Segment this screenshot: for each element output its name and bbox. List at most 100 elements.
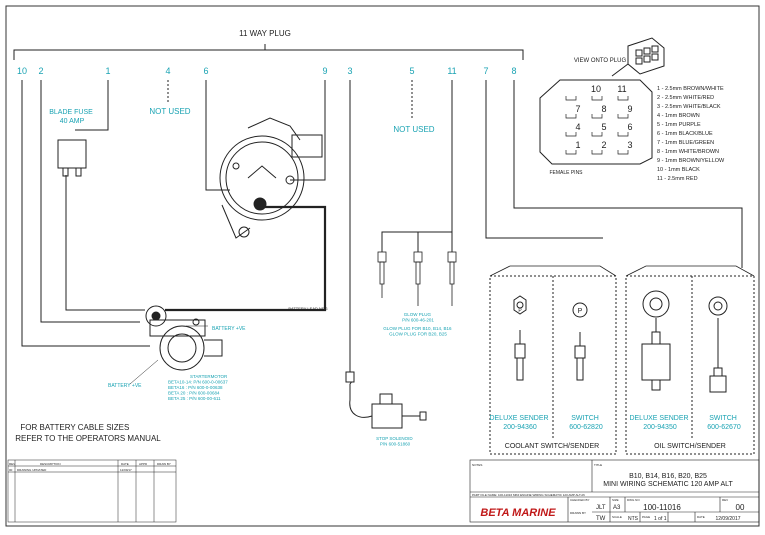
notes-label: NOTES: [472, 463, 482, 467]
title-label: TITLE: [594, 463, 602, 467]
alternator: [219, 117, 323, 239]
face-pin-11: 11: [617, 84, 626, 94]
stop-solenoid: [345, 371, 427, 429]
view-onto-plug-label: VIEW ONTO PLUG: [574, 58, 627, 64]
fuse-label: BLADE FUSE 40 AMP: [49, 109, 95, 125]
legend-line: 4 - 1mm BROWN: [657, 113, 700, 119]
face-pin-5: 5: [601, 122, 606, 132]
draw-by-header: DRAW BY: [157, 462, 171, 466]
battery-ve-top-label: BATTERY +VE: [212, 326, 246, 332]
face-pin-10: 10: [591, 84, 601, 94]
date-label: DATE: [697, 515, 705, 519]
checked-by-label: CHECKED BY: [570, 498, 590, 502]
glow-plug-note: GLOW PLUG FOR B10, B14, B16 GLOW PLUG FO…: [383, 326, 453, 337]
face-pin-2: 2: [601, 140, 606, 150]
face-pin-4: 4: [575, 122, 580, 132]
page-value: 1 of 1: [654, 516, 667, 522]
rev-label: REV: [722, 498, 728, 502]
battery-cable-note: FOR BATTERY CABLE SIZES REFER TO THE OPE…: [15, 423, 161, 443]
drawn-by-value: TW: [596, 516, 606, 522]
coolant-switch-label: SWITCH 600-62820: [569, 415, 603, 431]
plug-bracket: [13, 44, 524, 60]
face-pin-6: 6: [627, 122, 632, 132]
size-value: A3: [613, 505, 621, 511]
rev-value: 00: [736, 503, 745, 512]
coolant-group: P P: [489, 265, 617, 455]
checked-by-value: JLT: [596, 505, 606, 511]
svg-text:P: P: [518, 308, 522, 314]
pin-11-label: 11: [447, 66, 456, 76]
rev-cell: 00: [9, 468, 13, 472]
revision-table: [7, 459, 177, 523]
coolant-group-label: COOLANT SWITCH/SENDER: [505, 443, 599, 450]
battery-ve-left-label: BATTERY +VE: [108, 383, 142, 389]
wire-pin-3: [346, 80, 373, 418]
wire-fuse-starter: [65, 175, 145, 311]
date-cell: 12/09/17: [120, 468, 132, 472]
pin-5-label: 5: [409, 66, 414, 76]
beta-marine-logo: BETA MARINE: [480, 507, 556, 519]
legend-line: 5 - 1mm PURPLE: [657, 122, 701, 128]
starter-motor: [145, 305, 223, 371]
legend-line: 3 - 2.5mm WHITE/BLACK: [657, 104, 721, 110]
face-pin-3: 3: [627, 140, 632, 150]
legend-line: 6 - 1mm BLACK/BLUE: [657, 131, 713, 137]
scale-label: SCALE: [612, 515, 622, 519]
not-used-pin-5: NOT USED: [393, 125, 434, 134]
wire-pin-1: [75, 80, 109, 131]
starter-motor-label: STARTERMOTOR BETA10-14: P/N 600-0-00637 …: [168, 374, 229, 401]
scale-value: NTS: [628, 516, 639, 522]
plug-face-numbers: 10 11 7 8 9 4 5 6 1 2 3: [575, 84, 632, 150]
oil-switch-label: SWITCH 600-62670: [707, 415, 741, 431]
size-label: SIZE: [612, 498, 619, 502]
svg-text:P: P: [578, 308, 583, 315]
drawing-title-line2: MINI WIRING SCHEMATIC 120 AMP ALT: [603, 481, 733, 488]
legend-line: 7 - 1mm BLUE/GREEN: [657, 140, 714, 146]
pin-10-label: 10: [17, 66, 27, 76]
title-block: [469, 459, 760, 523]
description-cell: DRAWING UPDATED: [17, 468, 47, 472]
pin-8-label: 8: [511, 66, 516, 76]
part-file-name: PART FILE NAME: 100-11016 MINI ENGINE WI…: [472, 493, 585, 497]
page-label: PAGE: [642, 515, 650, 519]
pin-6-label: 6: [203, 66, 208, 76]
blade-fuse: [57, 139, 87, 177]
sheet-border: [5, 5, 760, 527]
wire-pin-11: [381, 80, 453, 252]
pin-9-label: 9: [322, 66, 327, 76]
drawn-by-label: DRAWN BY: [570, 511, 586, 515]
wire-pin-7: [485, 80, 603, 239]
legend-line: 11 - 2.5mm RED: [657, 176, 698, 182]
face-pin-9: 9: [627, 104, 632, 114]
pin-2-label: 2: [38, 66, 43, 76]
oil-deluxe-label: DELUXE SENDER 200-94350: [629, 415, 690, 431]
wire-pin-2: [40, 80, 140, 323]
not-used-pin-4: NOT USED: [149, 107, 190, 116]
dwg-no-label: DWG NO: [627, 498, 640, 502]
pin-7-label: 7: [483, 66, 488, 76]
plug-view: [539, 37, 665, 165]
legend-line: 8 - 1mm WHITE/BROWN: [657, 149, 719, 155]
date-value: 12/09/2017: [715, 516, 740, 522]
legend-line: 9 - 1mm BROWN/YELLOW: [657, 158, 725, 164]
pin-1-label: 1: [105, 66, 110, 76]
pin-legend: 1 - 2.5mm BROWN/WHITE 2 - 2.5mm WHITE/RE…: [657, 86, 725, 182]
wire-pin-8: [513, 80, 743, 268]
coolant-deluxe-label: DELUXE SENDER 200-94360: [489, 415, 550, 431]
face-pin-8: 8: [601, 104, 606, 114]
pin-3-label: 3: [347, 66, 352, 76]
wiring: [21, 80, 743, 418]
plug-face-sockets: [565, 96, 629, 155]
legend-line: 1 - 2.5mm BROWN/WHITE: [657, 86, 724, 92]
battery-lead-heavy: [165, 205, 327, 312]
face-pin-1: 1: [575, 140, 580, 150]
glow-plug-label: GLOW PLUG P/N 600-46-201: [402, 312, 434, 323]
appd-header: APPD: [139, 462, 148, 466]
plug-title: 11 WAY PLUG: [239, 29, 291, 38]
pin-4-label: 4: [165, 66, 170, 76]
date-header: DATE: [121, 462, 129, 466]
rev-header: REV: [9, 462, 15, 466]
drawing-title-line1: B10, B14, B16, B20, B25: [629, 473, 707, 480]
face-pin-7: 7: [575, 104, 580, 114]
